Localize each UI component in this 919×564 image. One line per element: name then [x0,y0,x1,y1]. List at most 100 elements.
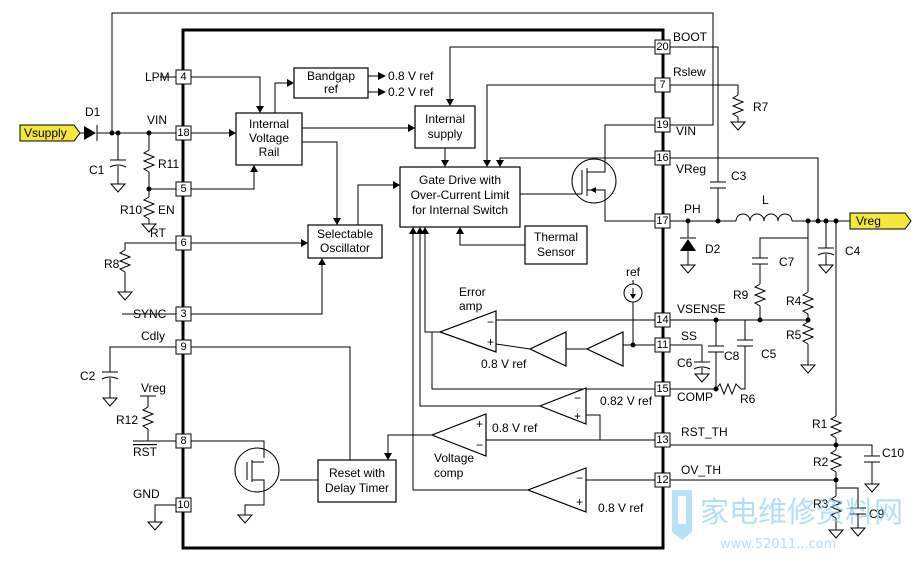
pin-rt: 6 [175,235,192,251]
cdly-wire [109,346,176,372]
error-amp [438,310,497,353]
internal-voltage-rail-block: Internal Voltage Rail [235,112,303,166]
svg-text:−: − [476,438,483,452]
c8-capacitor [708,320,724,389]
r6-resistor [715,382,742,396]
svg-text:4: 4 [180,71,186,83]
bandgap-02-ref: 0.2 V ref [388,85,434,99]
pin-vin: 18 [175,125,192,141]
ph-pin-label: PH [684,202,701,216]
vreg-output-tag [849,212,912,230]
svg-text:9: 9 [180,341,186,353]
c8-label: C8 [724,349,740,363]
svg-text:+: + [476,417,483,431]
svg-text:+: + [576,495,583,509]
svg-text:18: 18 [177,127,189,139]
r5-resistor [799,321,817,374]
inductor-l [735,213,793,222]
pin-vreg: 16 [654,150,671,166]
c6-capacitor [693,361,711,383]
error-amp-label: Error [459,285,486,299]
svg-text:Bandgap: Bandgap [307,69,355,83]
watermark-url: www.52011...com [720,537,836,552]
boot-wire [670,46,719,182]
svg-text:14: 14 [656,314,668,326]
r9-label: R9 [733,288,749,302]
thermal-sensor-block: Thermal Sensor [524,225,588,265]
svg-text:7: 7 [659,79,665,91]
c10-capacitor [863,455,881,493]
r10-resistor [140,189,158,233]
c3-capacitor [710,181,726,221]
internal-supply-block: Internal supply [414,105,476,149]
svg-text:3: 3 [180,308,186,320]
svg-text:6: 6 [180,237,186,249]
r6-label: R6 [740,392,756,406]
ic-package-outline [181,28,665,550]
c5-capacitor [737,339,753,390]
gate-drive-block: Gate Drive with Over-Current Limit for I… [399,166,521,228]
r11-label: R11 [158,157,179,171]
r12-resistor [140,395,156,441]
svg-text:ref: ref [324,82,339,96]
svg-text:12: 12 [656,474,668,486]
svg-text:Internal: Internal [249,117,289,131]
svg-text:−: − [574,391,581,405]
vin2-pin-label: VIN [676,124,696,138]
c3-label: C3 [731,169,747,183]
bandgap-08-ref: 0.8 V ref [388,69,434,83]
ss-buffer-2 [585,331,624,367]
d1-diode [84,125,98,141]
c7-label: C7 [779,255,795,269]
power-switch-mosfet [520,124,655,222]
svg-text:+: + [487,335,494,349]
vin-pin-label: VIN [147,113,167,127]
voltage-comp-label-2: comp [434,466,464,480]
d2-label: D2 [705,242,721,256]
pin-rst-th: 13 [654,432,671,448]
d2-diode [679,221,697,274]
svg-text:−: − [576,471,583,485]
vsense-pin-label: VSENSE [677,302,726,316]
ss-ref-label: ref [626,265,641,279]
ov-comparator-082 [538,387,587,425]
c6-label: C6 [677,356,693,370]
cdly-pin-label: Cdly [141,329,165,343]
svg-text:for Internal Switch: for Internal Switch [412,203,508,217]
error-amp-label-2: amp [459,299,483,313]
voltage-comp-ref: 0.8 V ref [492,421,538,435]
c5-label: C5 [761,347,777,361]
pin-ss: 11 [654,337,671,353]
ss-pin-label: SS [681,329,697,343]
ground-symbol [146,521,164,531]
rt-wire [124,242,176,250]
en-pin-label: EN [158,203,175,217]
svg-text:19: 19 [656,119,668,131]
comp-network-wire [759,237,808,258]
ov-th-pin-label: OV_TH [681,463,721,477]
watermark-text: 家电维修资料网 [700,495,903,529]
svg-text:Oscillator: Oscillator [320,241,370,255]
svg-text:Delay Timer: Delay Timer [325,481,389,495]
r3-label: R3 [813,497,829,511]
comp-pin-label: COMP [677,390,713,404]
svg-text:Voltage: Voltage [249,131,289,145]
r10-label: R10 [120,203,142,217]
r7-label: R7 [753,100,769,114]
c2-capacitor [101,371,119,407]
ss-buffer-1 [528,331,567,367]
pin-comp: 15 [654,381,671,397]
svg-text:Internal: Internal [425,112,465,126]
svg-text:Thermal: Thermal [534,230,578,244]
voltage-comparator [430,413,487,457]
pin-en: 5 [175,181,192,197]
svg-text:5: 5 [180,183,186,195]
svg-text:16: 16 [656,152,668,164]
gnd-pin-label: GND [133,487,160,501]
svg-text:15: 15 [656,383,668,395]
pin-cdly: 9 [175,339,192,355]
c9-label: C9 [869,507,885,521]
svg-text:Reset with: Reset with [329,466,385,480]
reset-mosfet [191,440,318,524]
